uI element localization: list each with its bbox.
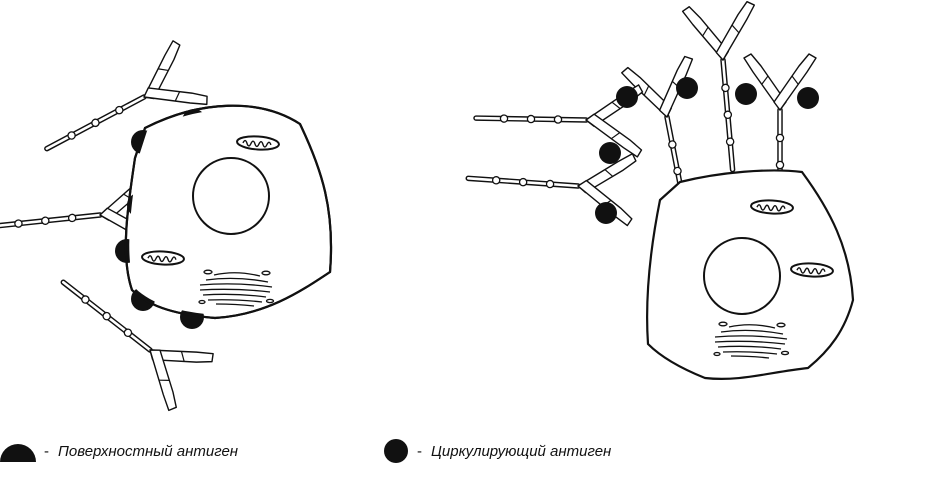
legend-surface-antigen: - Поверхностный антиген xyxy=(0,437,238,465)
legend-surface-label: Поверхностный антиген xyxy=(58,442,239,460)
left-cell-group xyxy=(0,39,333,413)
filled-circle-icon xyxy=(383,438,409,464)
legend-circulating-antigen: - Циркулирующий антиген xyxy=(383,437,611,465)
half-disc-icon xyxy=(0,440,36,462)
circulating-antigens xyxy=(595,77,819,224)
legend-dash: - xyxy=(44,442,49,460)
right-cell-nucleus xyxy=(703,237,781,315)
legend-circulating-label: Циркулирующий антиген xyxy=(431,442,612,460)
right-cell-group xyxy=(466,1,855,381)
left-cell-nucleus xyxy=(192,157,270,235)
legend-dash: - xyxy=(417,442,422,460)
